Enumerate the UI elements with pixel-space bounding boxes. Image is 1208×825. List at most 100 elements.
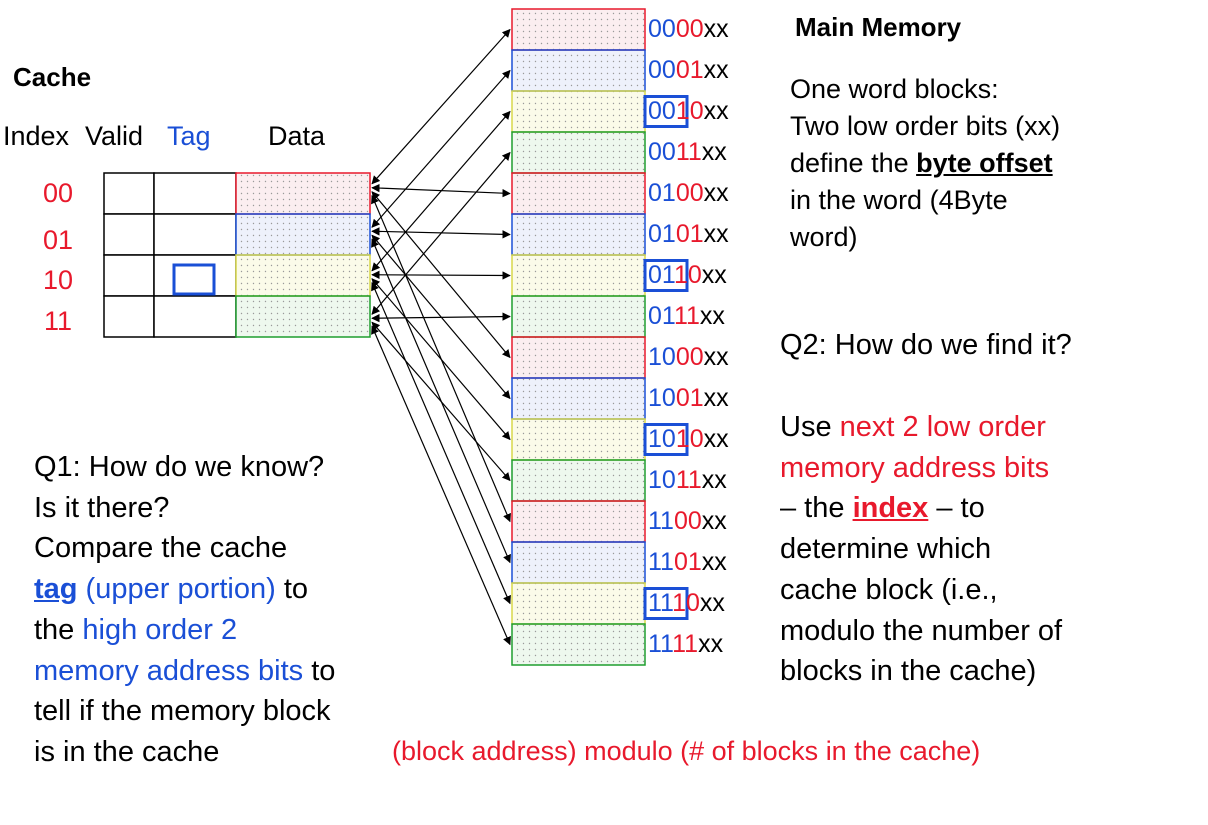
memory-address-label: 0110xx [648, 260, 727, 289]
memory-block-pattern [512, 255, 645, 296]
tag-compare-box [172, 263, 216, 296]
word-blocks-line-5: word) [790, 222, 858, 252]
mapping-arrow [371, 28, 511, 185]
address-tag-bits: 00 [648, 14, 676, 43]
word-blocks-note: One word blocks: Two low order bits (xx)… [790, 71, 1060, 256]
tag-bits-box [643, 587, 689, 620]
cache-index-11: 11 [43, 306, 73, 336]
memory-block-pattern [512, 296, 645, 337]
address-tag-bits: 11 [648, 547, 674, 576]
cache-data-pattern [236, 255, 370, 296]
address-tag-bits: 01 [648, 301, 674, 330]
q1-line-3: Compare the cache [34, 532, 288, 565]
cache-index-10: 10 [42, 265, 74, 295]
memory-block-pattern [512, 583, 645, 624]
address-offset-bits: xx [703, 178, 729, 207]
index-term: index [852, 492, 929, 525]
q2-line-7: blocks in the cache) [780, 655, 1037, 688]
address-offset-bits: xx [701, 506, 727, 535]
tag-header: Tag [167, 121, 211, 151]
memory-block-pattern [512, 9, 645, 50]
valid-header: Valid [85, 121, 144, 151]
memory-block-pattern [512, 419, 645, 460]
cache-data-pattern [236, 214, 370, 255]
address-tag-bits: 11 [648, 629, 673, 658]
address-offset-bits: xx [701, 465, 727, 494]
q1-line-5a: the [34, 613, 83, 646]
address-offset-bits: xx [703, 219, 729, 248]
address-index-bits: 01 [673, 547, 702, 576]
address-index-bits: 11 [675, 137, 702, 166]
main-memory-blocks [511, 8, 689, 666]
address-offset-bits: xx [698, 629, 724, 658]
address-tag-bits: 00 [648, 55, 676, 84]
q2-line-1: Use next 2 low order [780, 407, 1062, 448]
cache-data-pattern [236, 296, 370, 337]
mapping-arrows [371, 28, 511, 646]
memory-address-label: 1011xx [648, 465, 727, 494]
memory-address-label: 0100xx [648, 178, 729, 207]
memory-address-label: 1001xx [648, 383, 729, 412]
q1-block: Q1: How do we know? Is it there? Compare… [34, 447, 335, 773]
address-tag-bits: 11 [648, 506, 674, 535]
cache-title: Cache [13, 62, 92, 92]
q2-line-5: cache block (i.e., [780, 573, 998, 606]
tag-term: tag [34, 573, 78, 606]
address-offset-bits: xx [703, 55, 729, 84]
address-offset-bits: xx [701, 547, 727, 576]
address-offset-bits: xx [703, 96, 729, 125]
word-blocks-line-1: One word blocks: [790, 74, 999, 104]
address-tag-bits: 01 [648, 178, 676, 207]
memory-address-label: 0101xx [648, 219, 729, 248]
cache-tag-cell [153, 254, 237, 297]
address-tag-bits: 01 [648, 260, 674, 289]
memory-address-label: 1101xx [648, 547, 727, 576]
memory-block-pattern [512, 501, 645, 542]
memory-address-label: 1000xx [648, 342, 729, 371]
word-blocks-line-2: Two low order bits (xx) [790, 111, 1061, 141]
address-index-bits: 10 [675, 96, 704, 125]
address-tag-bits: 10 [648, 465, 676, 494]
word-blocks-line-4: in the word (4Byte [790, 185, 1008, 215]
address-index-bits: 01 [675, 383, 704, 412]
address-index-bits: 11 [675, 465, 702, 494]
memory-block-pattern [512, 50, 645, 91]
memory-address-label: 0011xx [648, 137, 727, 166]
address-index-bits: 10 [675, 424, 704, 453]
word-blocks-line-3: define the byte offset [790, 145, 1060, 182]
cache-valid-cell [103, 295, 155, 338]
q2-line-3: – the index – to [780, 488, 1062, 529]
address-index-bits: 10 [673, 260, 702, 289]
q2-line-6: modulo the number of [780, 614, 1063, 647]
cache-valid-cell [103, 172, 155, 215]
memory-block-pattern [512, 460, 645, 501]
q2-answer: Use next 2 low order memory address bits… [780, 407, 1062, 692]
address-tag-bits: 00 [648, 137, 676, 166]
cache-tag-cell [153, 295, 237, 338]
q1-line-8: is in the cache [34, 735, 220, 768]
mapping-arrow [371, 281, 511, 605]
address-index-bits: 10 [672, 588, 700, 617]
address-offset-bits: xx [699, 301, 725, 330]
q2-line-3c: – to [928, 492, 985, 525]
memory-block-pattern [512, 173, 645, 214]
q2-line-4: determine which [780, 533, 992, 566]
q1-line-7: tell if the memory block [34, 695, 331, 728]
address-offset-bits: xx [703, 424, 729, 453]
cache-tag-cell [153, 172, 237, 215]
address-tag-bits: 10 [648, 342, 676, 371]
memory-block-pattern [512, 337, 645, 378]
q1-line-4b: (upper portion) [77, 573, 276, 606]
address-offset-bits: xx [703, 14, 729, 43]
address-offset-bits: xx [703, 383, 729, 412]
tag-bits-box [643, 259, 689, 292]
cache-index-01: 01 [42, 225, 74, 255]
cache-data-border [235, 295, 371, 338]
address-offset-bits: xx [701, 137, 727, 166]
q1-line-2: Is it there? [34, 491, 170, 524]
cache-table [103, 172, 371, 338]
tag-bits-box [643, 423, 689, 456]
address-tag-bits: 10 [648, 424, 676, 453]
memory-address-label: 0001xx [648, 55, 729, 84]
